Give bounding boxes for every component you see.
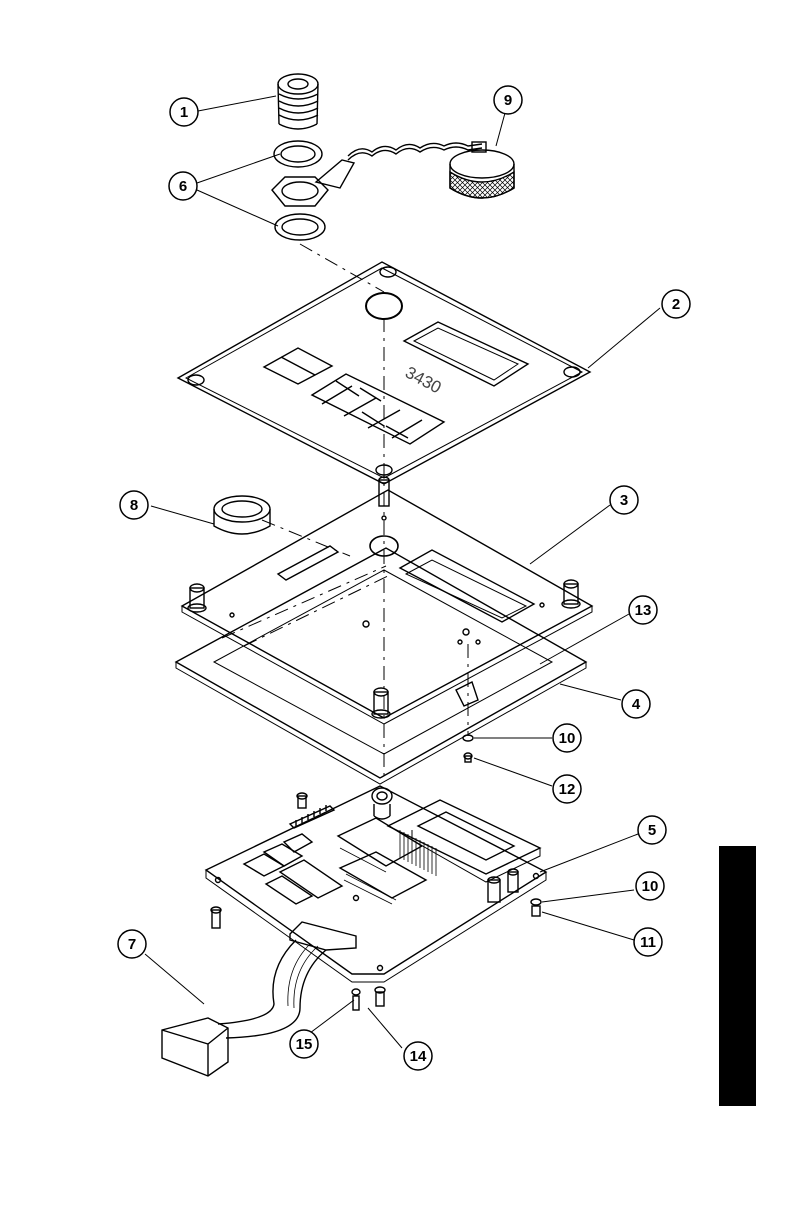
connector-plug [278, 74, 318, 129]
callout-label: 10 [642, 878, 659, 895]
callout-label: 13 [635, 602, 652, 619]
chain [348, 143, 482, 160]
callout-3: 3 [610, 486, 638, 514]
board-screw-bottom-a [352, 989, 360, 1010]
callout-14: 14 [404, 1042, 432, 1070]
ribbon-cable [162, 922, 356, 1076]
callout-15: 15 [290, 1030, 318, 1058]
callout-11: 11 [634, 928, 662, 956]
callout-label: 12 [559, 781, 576, 798]
callout-label: 4 [632, 696, 641, 713]
callout-label: 3 [620, 492, 628, 509]
callout-2: 2 [662, 290, 690, 318]
board-screw-left [211, 907, 221, 928]
callout-label: 1 [180, 104, 188, 121]
screw-small [464, 753, 472, 762]
callout-label: 5 [648, 822, 656, 839]
hex-nut [272, 177, 328, 206]
leader-lines [145, 96, 660, 1048]
board-screw-bottom-b [375, 987, 385, 1006]
callout-label: 10 [559, 730, 576, 747]
callout-10-lower: 10 [636, 872, 664, 900]
board-screw-top [297, 793, 307, 808]
tether-tab [316, 160, 354, 188]
callout-6: 6 [169, 172, 197, 200]
callout-12: 12 [553, 775, 581, 803]
bracket [456, 682, 478, 706]
callout-1: 1 [170, 98, 198, 126]
callout-7: 7 [118, 930, 146, 958]
dust-cap [450, 142, 514, 198]
callout-label: 6 [179, 178, 187, 195]
callout-label: 9 [504, 92, 512, 109]
standoff-bottom [372, 688, 390, 718]
callout-label: 14 [410, 1048, 427, 1065]
callout-13: 13 [629, 596, 657, 624]
washer-lower [275, 214, 325, 240]
mounting-plate [182, 490, 592, 724]
callout-9: 9 [494, 86, 522, 114]
callout-10-upper: 10 [553, 724, 581, 752]
gasket [176, 548, 586, 784]
panel-marking: 3430 [402, 363, 444, 398]
callout-label: 11 [640, 934, 656, 951]
washer-upper [274, 141, 322, 167]
callout-label: 8 [130, 497, 138, 514]
front-overlay-panel [178, 262, 590, 484]
callout-4: 4 [622, 690, 650, 718]
callout-label: 15 [296, 1036, 313, 1053]
adapter-ring [214, 496, 270, 534]
callout-5: 5 [638, 816, 666, 844]
board-screw-right [531, 899, 541, 916]
main-circuit-board [206, 786, 546, 982]
callout-8: 8 [120, 491, 148, 519]
callout-label: 7 [128, 936, 136, 953]
callout-label: 2 [672, 296, 680, 313]
